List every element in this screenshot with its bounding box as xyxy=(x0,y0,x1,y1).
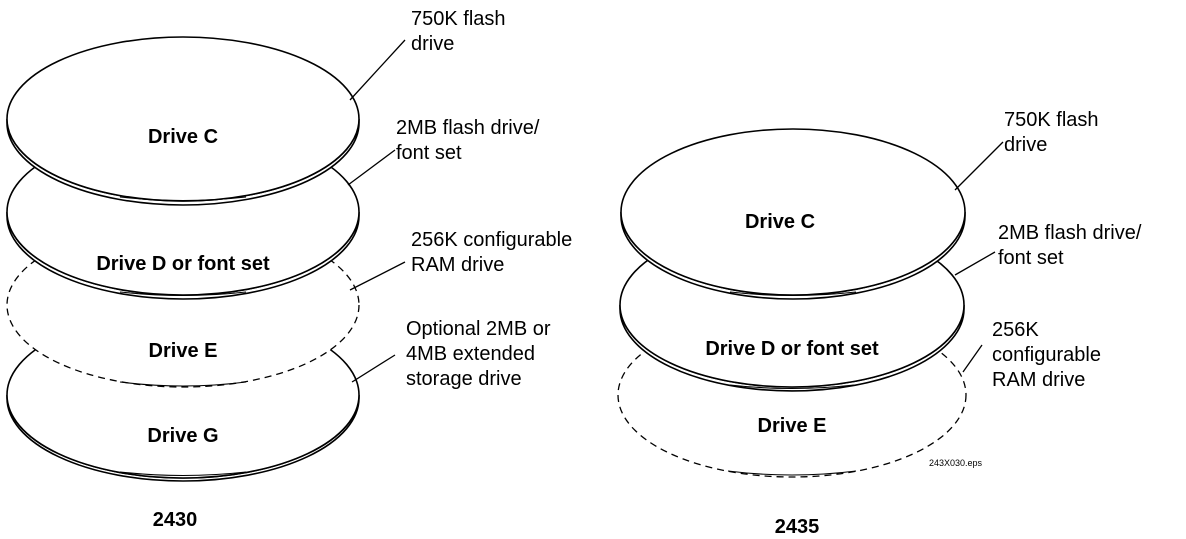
disk-label-2430-drive-c: Drive C xyxy=(148,126,218,148)
disk-2430-drive-c: Drive C xyxy=(6,36,360,206)
callout-2430-drive-e: 256K configurable RAM drive xyxy=(411,229,578,276)
callout-2430-drive-d: 2MB flash drive/ font set xyxy=(396,117,545,164)
leader-2430-drive-d xyxy=(347,149,396,186)
file-tag: 243X030.eps xyxy=(929,458,983,468)
stack-2435: Drive E Drive D or font set Drive C 750K… xyxy=(617,109,1147,538)
callout-2435-drive-d: 2MB flash drive/ font set xyxy=(998,222,1147,269)
disk-label-2430-drive-e: Drive E xyxy=(149,340,218,362)
disk-label-2430-drive-g: Drive G xyxy=(147,425,218,447)
model-label-2430: 2430 xyxy=(153,509,198,531)
callout-2430-drive-c: 750K flash drive xyxy=(411,8,511,55)
disk-label-2435-drive-c: Drive C xyxy=(745,211,815,233)
callout-2430-drive-g: Optional 2MB or 4MB extended storage dri… xyxy=(406,318,556,390)
disk-label-2435-drive-d: Drive D or font set xyxy=(705,338,879,360)
leader-2435-drive-e xyxy=(962,344,983,373)
leader-2430-drive-c xyxy=(349,39,406,101)
callout-2435-drive-c: 750K flash drive xyxy=(1004,109,1104,156)
leader-2435-drive-c xyxy=(954,141,1004,191)
disk-2435-drive-c: Drive C xyxy=(620,128,966,300)
leader-2430-drive-g xyxy=(351,354,396,383)
stack-2430: Drive G Drive E Drive D or font set Driv… xyxy=(6,8,578,531)
disk-label-2430-drive-d: Drive D or font set xyxy=(96,253,270,275)
leader-2435-drive-d xyxy=(954,251,996,276)
callout-2435-drive-e: 256K configurable RAM drive xyxy=(992,319,1107,391)
model-label-2435: 2435 xyxy=(775,516,820,538)
leader-2430-drive-e xyxy=(349,261,406,291)
disk-label-2435-drive-e: Drive E xyxy=(758,415,827,437)
